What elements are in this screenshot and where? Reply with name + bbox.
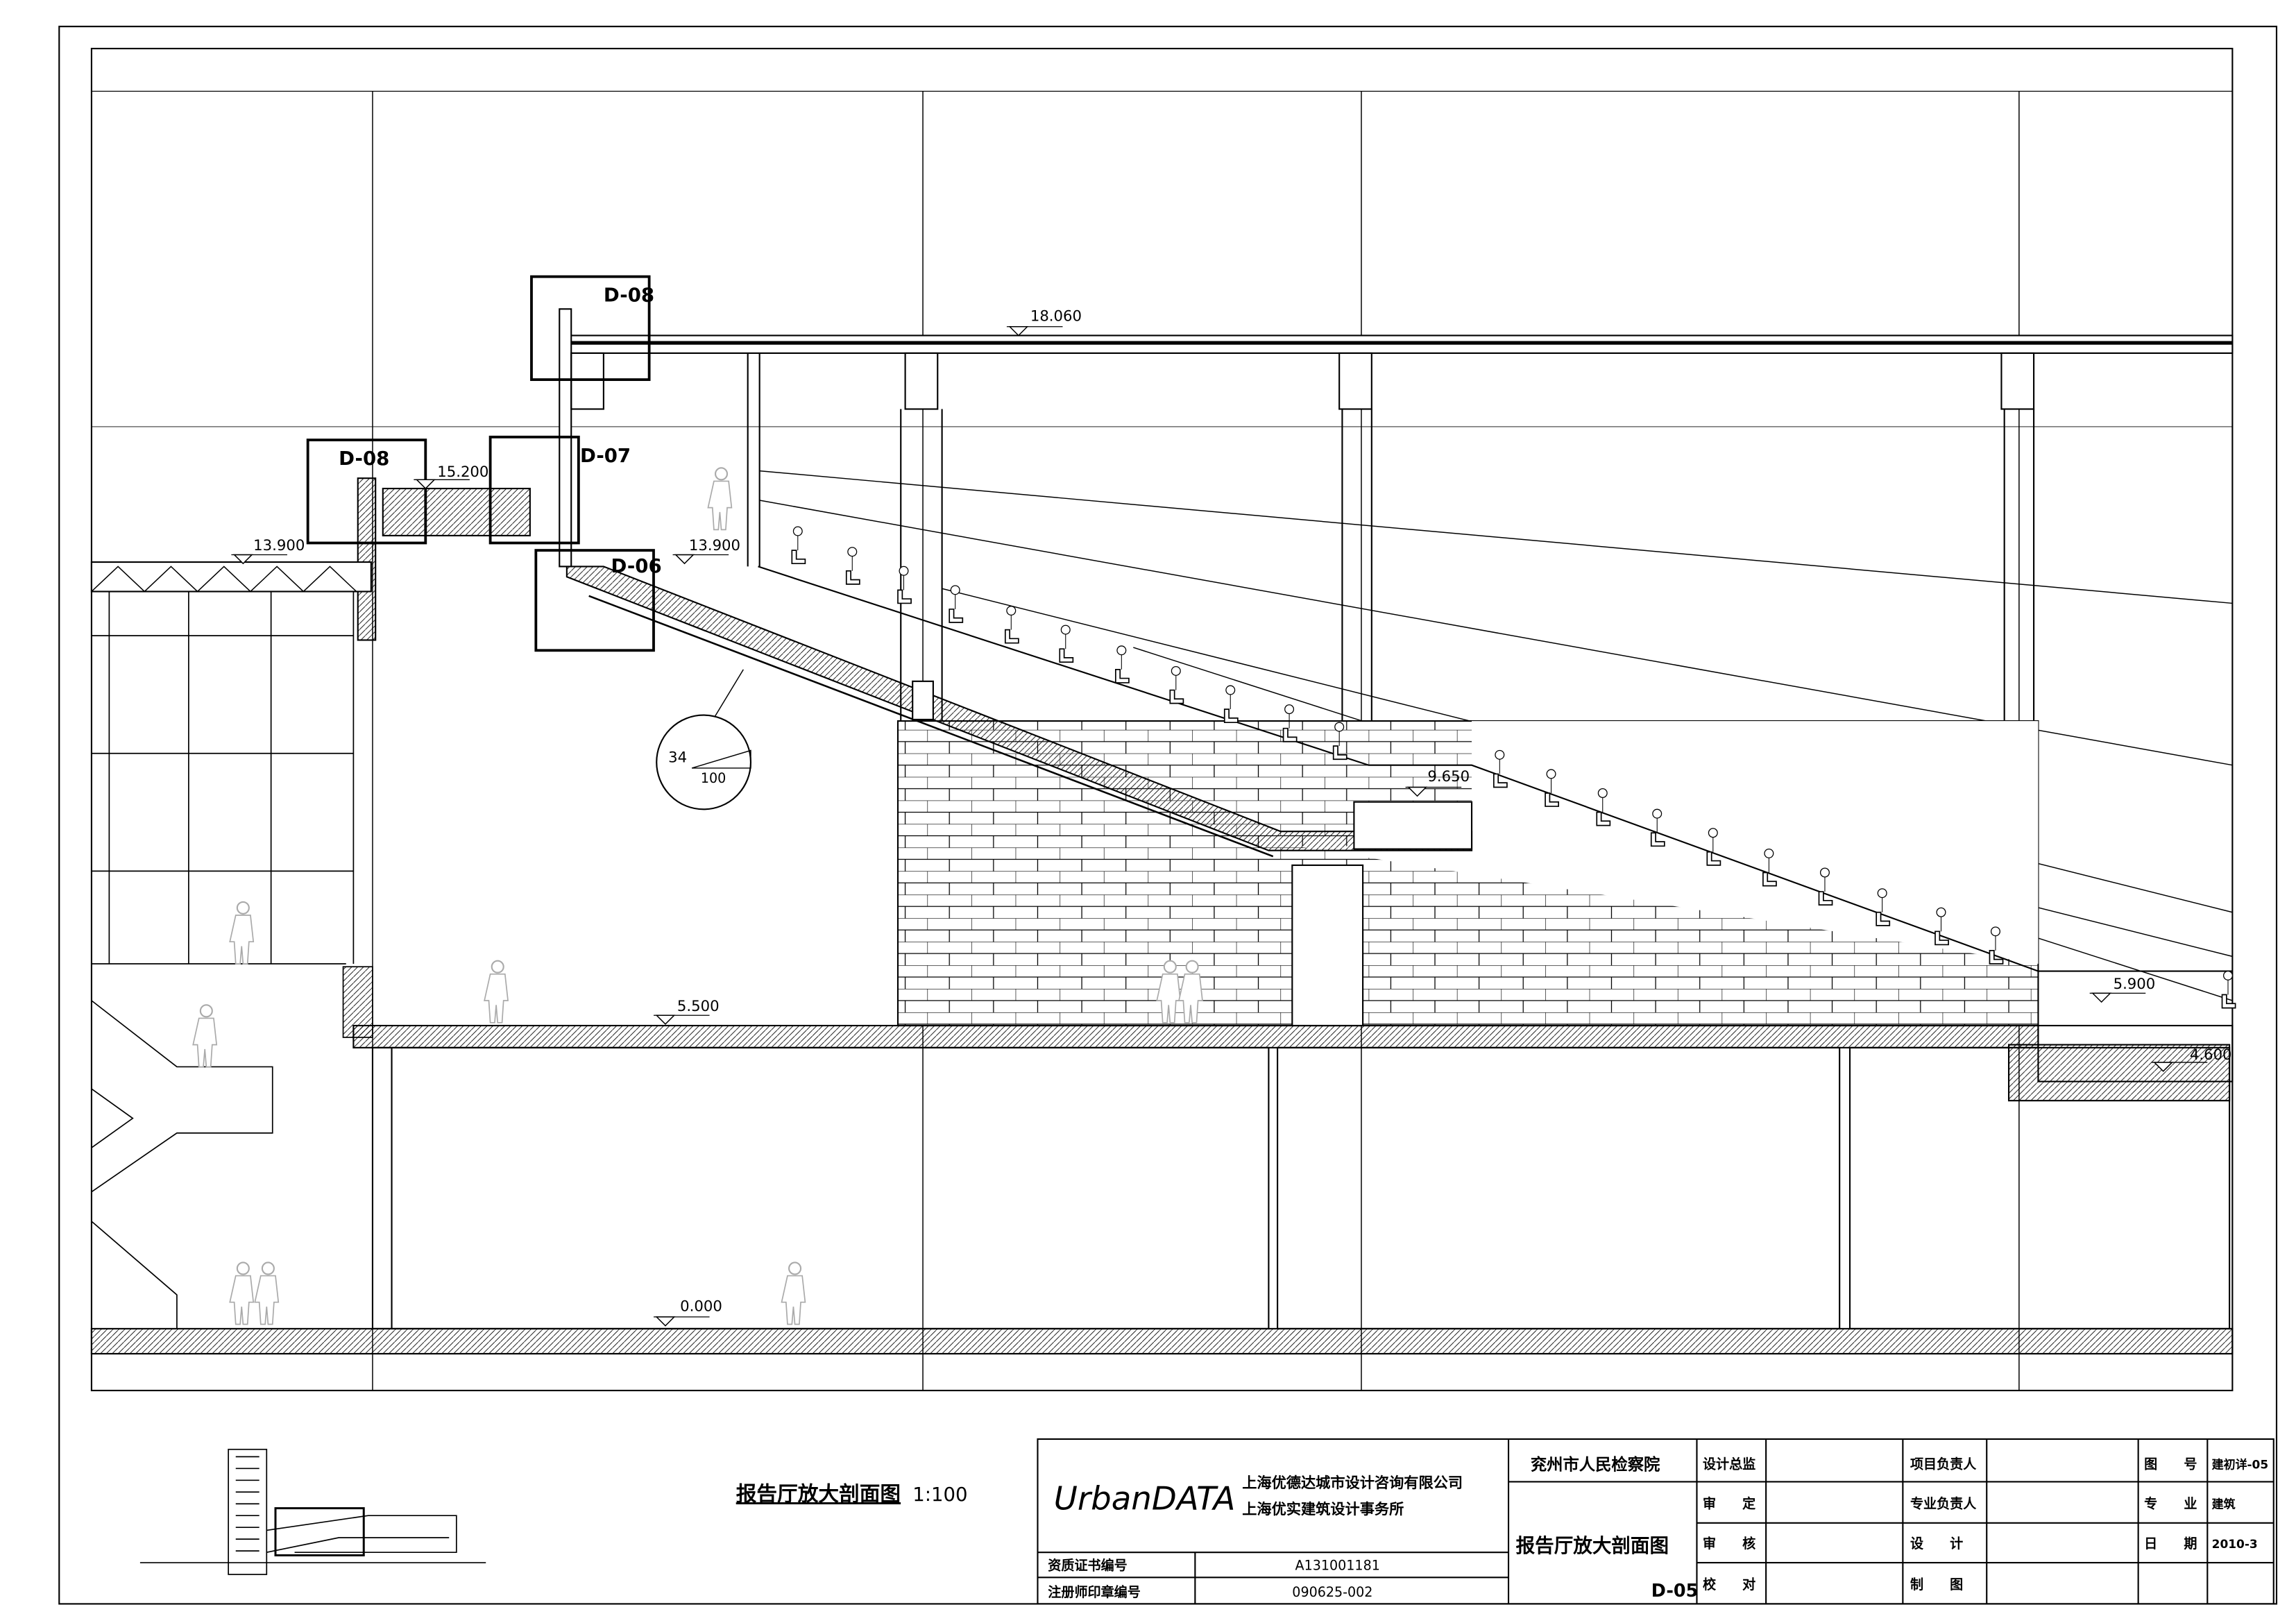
company-name-1: 上海优德达城市设计咨询有限公司 [1242,1474,1463,1491]
urbandata-logo: UrbanDATA [1054,1481,1236,1518]
seal-label: 注册师印章编号 [1048,1584,1141,1600]
role-discipline-lead: 专业负责人 [1910,1496,1977,1512]
drawing-code: D-05 [1651,1580,1699,1601]
left-building [91,591,373,1329]
elevation-0000: 0.000 [680,1297,722,1314]
elevation-13900-seats: 13.900 [689,536,740,554]
role-check: 校 对 [1703,1577,1755,1592]
drawing-frame [90,47,2234,1392]
elevation-5500: 5.500 [677,997,720,1014]
drawing-name: 报告厅放大剖面图 [1516,1535,1669,1557]
floor-slab [90,1024,2234,1354]
info-label-drawing-no: 图 号 [2144,1456,2197,1472]
elevation-4600: 4.600 [2190,1046,2232,1063]
roof-slab [566,334,2234,942]
role-approve: 审 定 [1703,1496,1755,1512]
detail-callouts [306,275,655,652]
elevation-9650: 9.650 [1427,767,1470,785]
slope-run: 100 [701,771,726,786]
elevation-15200: 15.200 [437,463,488,480]
elevation-13900-left: 13.900 [253,536,305,554]
elevation-18060: 18.060 [1030,307,1082,324]
raked-slab [566,566,2233,972]
slope-rise: 34 [668,748,687,765]
role-drafter: 制 图 [1910,1577,1963,1592]
callout-d08-top: D-08 [604,284,654,307]
info-value-drawing-no: 建初详-05 [2212,1457,2269,1471]
callout-d08-left: D-08 [339,448,389,470]
cert-label: 资质证书编号 [1048,1558,1127,1574]
callout-d07: D-07 [580,445,631,467]
company-name-2: 上海优实建筑设计事务所 [1242,1500,1404,1518]
info-value-date: 2010-3 [2212,1537,2258,1551]
info-label-discipline: 专 业 [2144,1496,2197,1512]
slope-callout: 34 100 [656,669,752,810]
seal-value: 090625-002 [1292,1585,1372,1600]
info-label-date: 日 期 [2144,1536,2197,1552]
bridge-structure [90,308,604,641]
title-block [1037,1438,2274,1605]
drawing-caption-scale: 1:100 [912,1484,967,1506]
role-project-lead: 项目负责人 [1910,1456,1977,1472]
drawing-caption-title: 报告厅放大剖面图 [736,1481,901,1506]
role-design-director: 设计总监 [1703,1456,1755,1472]
project-name: 兖州市人民检察院 [1531,1454,1660,1474]
role-review: 审 核 [1703,1536,1755,1552]
cert-value: A131001181 [1295,1558,1380,1574]
key-plan [139,1448,486,1575]
elevation-5900: 5.900 [2114,975,2156,992]
role-designer: 设 计 [1910,1536,1963,1552]
callout-d06: D-06 [611,555,661,577]
info-value-discipline: 建筑 [2212,1497,2236,1511]
